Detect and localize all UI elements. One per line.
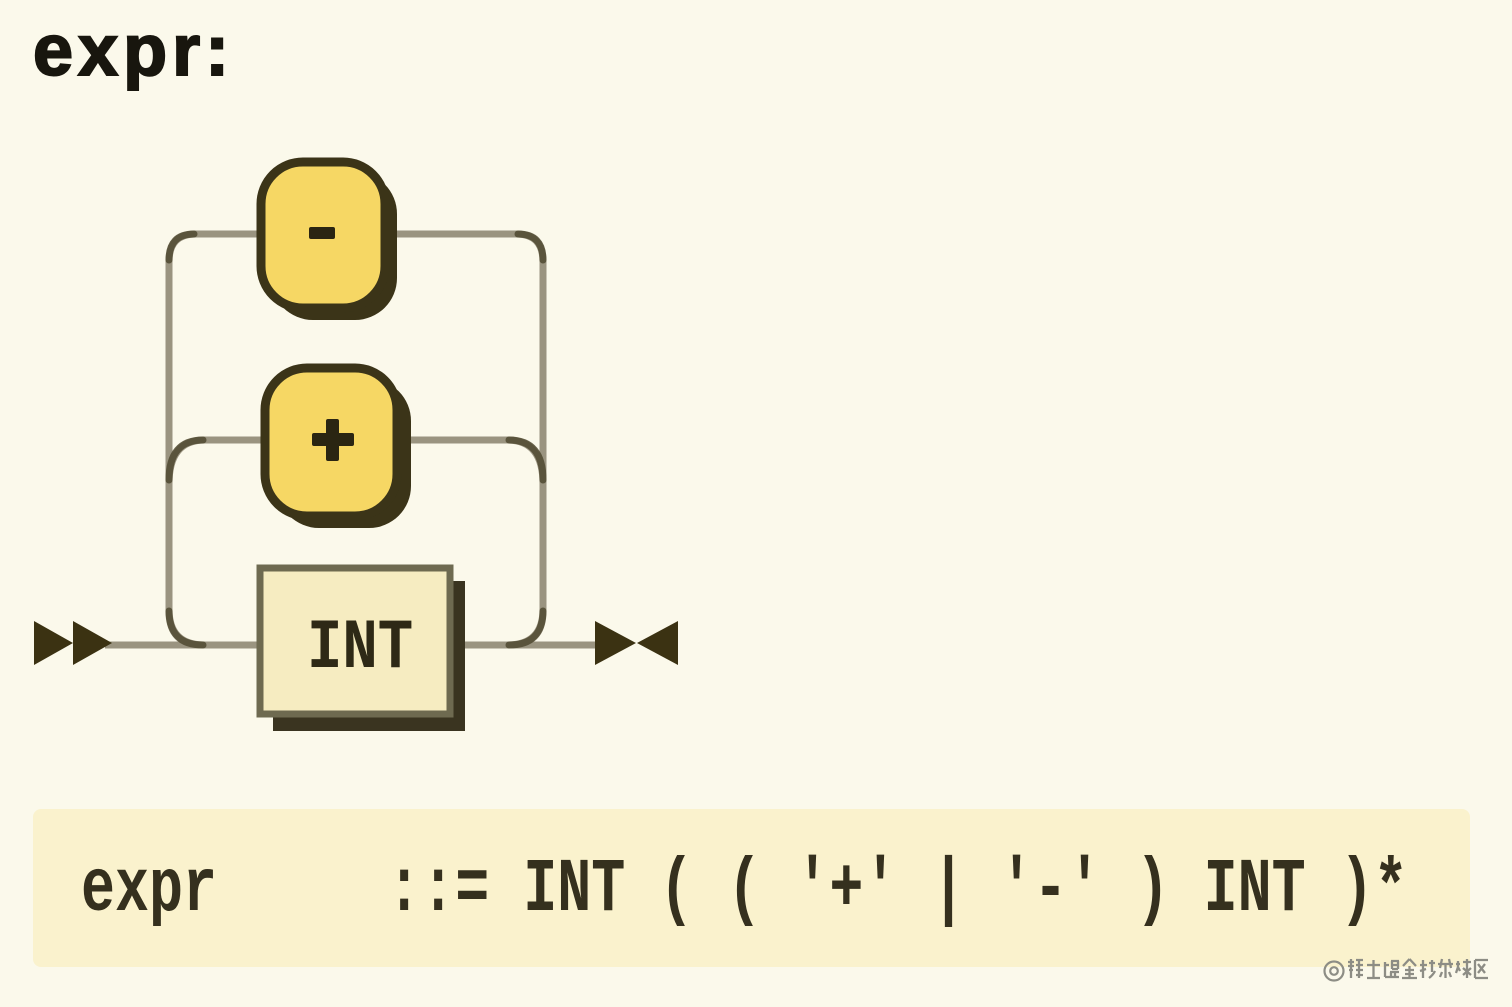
svg-text:INT: INT [307,610,413,689]
svg-text:expr:: expr: [33,11,234,91]
svg-text:expr ::= INT ( ( '+' | '-': expr ::= INT ( ( '+' | '-' ) INT )* [81,847,1408,933]
